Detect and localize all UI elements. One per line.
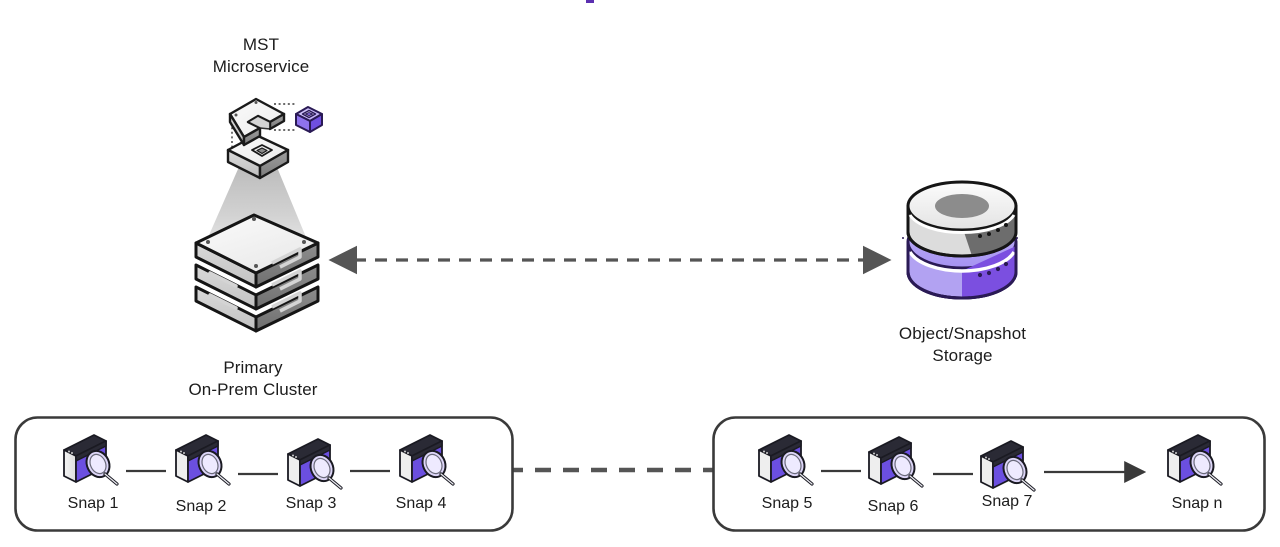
snapshot-label: Snap 5 xyxy=(761,495,813,512)
microservice-label: MST Microservice xyxy=(212,35,310,76)
snapshot-icon xyxy=(865,436,931,494)
storage-label: Object/Snapshot Storage xyxy=(898,324,1027,365)
snapshot-group-left: Snap 1 Snap 2 xyxy=(14,416,514,532)
group-dashed-connector xyxy=(505,462,720,478)
snapshot-label: Snap n xyxy=(1171,495,1223,512)
snapshot-label: Snap 1 xyxy=(67,495,119,512)
snapshot-label: Snap 4 xyxy=(395,495,447,512)
snapshot-label: Snap 7 xyxy=(981,493,1033,510)
microservice-cube-icon xyxy=(212,88,323,188)
database-cylinder-icon xyxy=(900,180,1025,315)
snapshot-icon xyxy=(977,440,1043,498)
snapshot-icon xyxy=(1164,434,1230,492)
snapshot-icon xyxy=(396,434,462,492)
snapshot-group-right: Snap 5 Snap 6 xyxy=(712,416,1266,532)
cropped-purple-marker xyxy=(586,0,594,3)
snapshot-icon xyxy=(284,438,350,496)
bidirectional-dashed-arrow xyxy=(328,245,892,275)
snapshot-icon xyxy=(172,434,238,492)
snapshot-label: Snap 2 xyxy=(175,498,227,515)
snapshot-label: Snap 6 xyxy=(867,498,919,515)
cluster-label: Primary On-Prem Cluster xyxy=(188,358,318,399)
snapshot-icon xyxy=(60,434,126,492)
snapshot-icon xyxy=(755,434,821,492)
server-stack-icon xyxy=(188,213,328,340)
snapshot-label: Snap 3 xyxy=(285,495,337,512)
